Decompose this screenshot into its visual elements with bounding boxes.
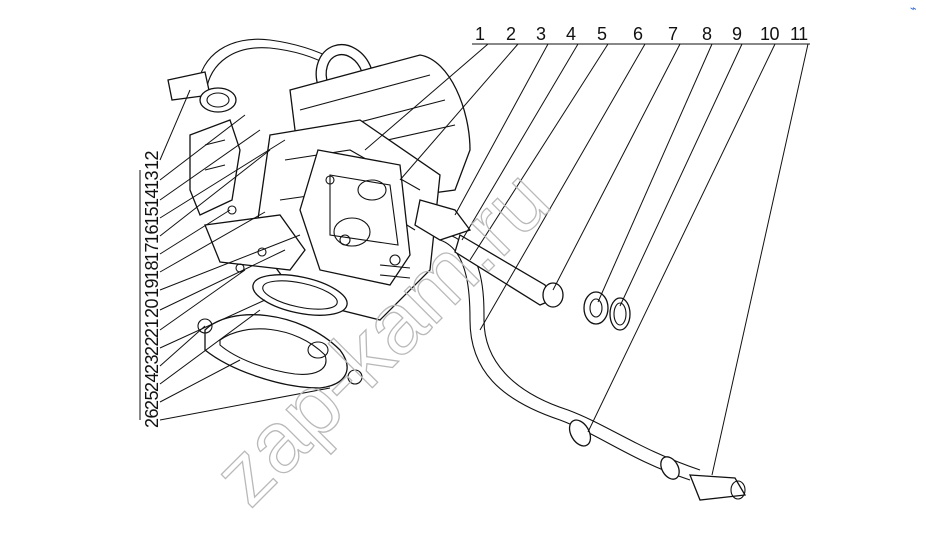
top-callouts: 1 2 3 4 5 6 7 8 9 10 11	[475, 24, 809, 44]
callout-22: 22	[142, 336, 162, 356]
turbocharger-assembly	[167, 38, 747, 501]
callout-15: 15	[142, 206, 162, 226]
corner-mark: ⌁	[910, 3, 917, 15]
callout-12: 12	[142, 150, 162, 170]
callout-9: 9	[732, 24, 742, 44]
callout-2: 2	[506, 24, 516, 44]
callout-26: 26	[142, 408, 162, 428]
callout-16: 16	[142, 224, 162, 244]
callout-7: 7	[668, 24, 678, 44]
callout-10: 10	[760, 24, 780, 44]
callout-23: 23	[142, 354, 162, 374]
left-callouts: 12 13 14 15 16 17 18 19 20 21 22 23 24 2…	[142, 150, 162, 428]
callout-25: 25	[142, 390, 162, 410]
callout-8: 8	[702, 24, 712, 44]
callout-3: 3	[536, 24, 546, 44]
leader-lines	[139, 43, 810, 476]
callout-19: 19	[142, 278, 162, 298]
callout-13: 13	[142, 170, 162, 190]
callout-20: 20	[142, 298, 162, 318]
callout-4: 4	[566, 24, 576, 44]
callout-6: 6	[633, 24, 643, 44]
callout-11: 11	[790, 24, 808, 44]
callout-5: 5	[597, 24, 607, 44]
callout-18: 18	[142, 260, 162, 280]
callout-24: 24	[142, 372, 162, 392]
callout-1: 1	[475, 24, 485, 44]
callout-21: 21	[142, 318, 162, 338]
callout-14: 14	[142, 188, 162, 208]
callout-17: 17	[142, 242, 162, 262]
